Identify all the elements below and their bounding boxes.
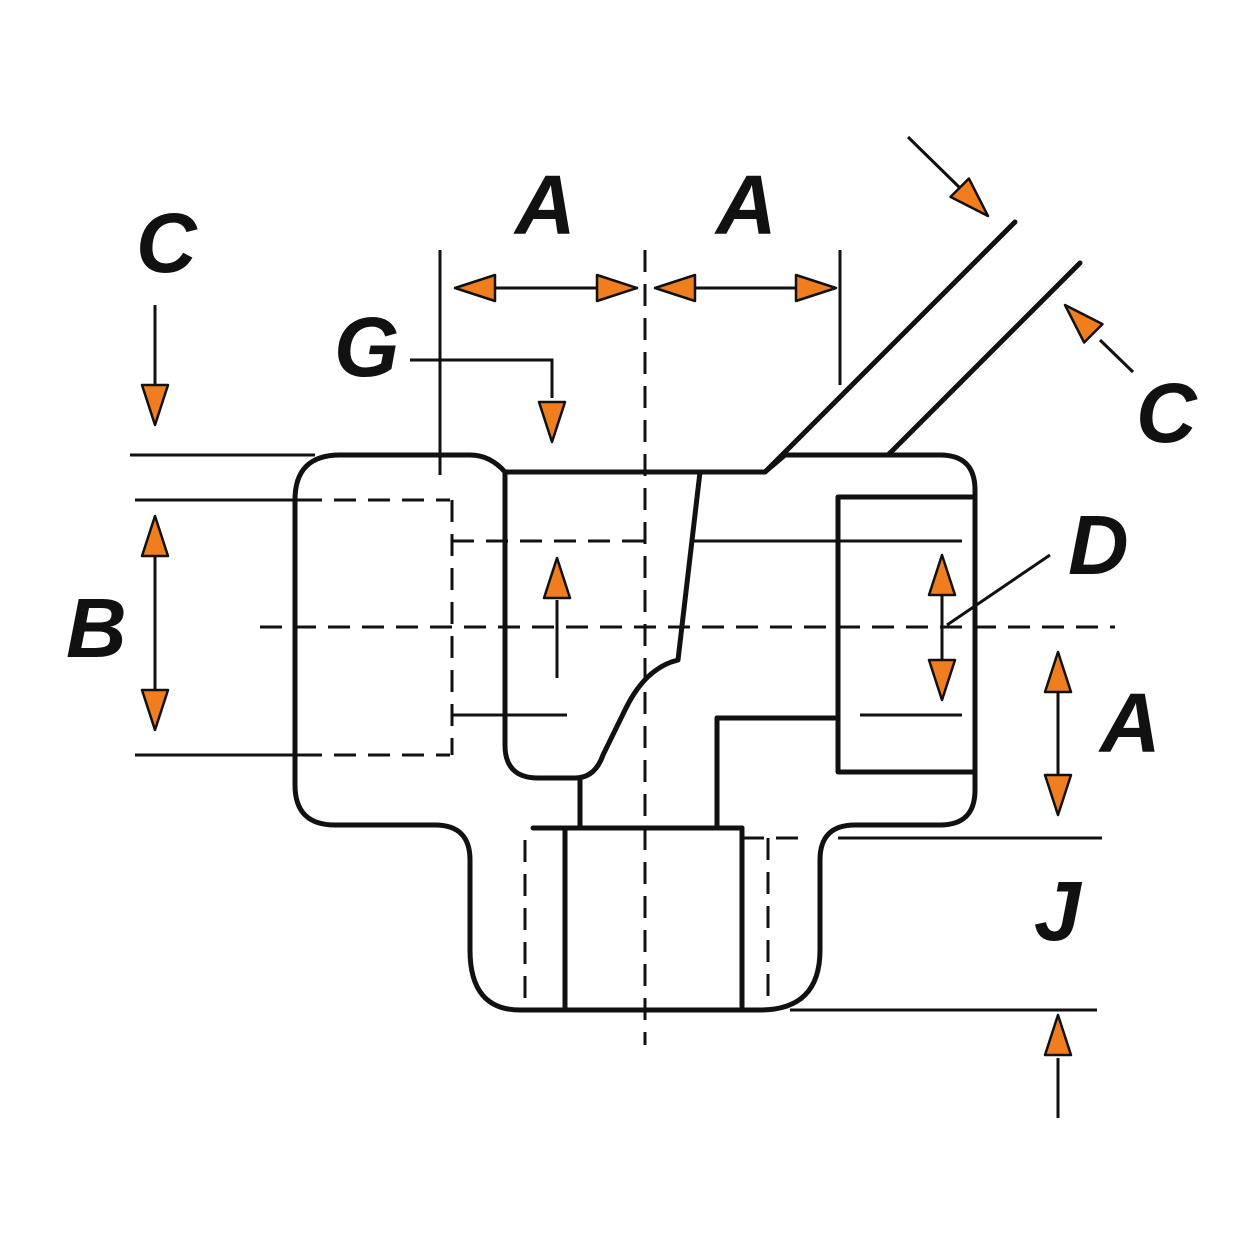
- label-c-right: C: [1136, 366, 1198, 460]
- label-c-left: C: [136, 196, 198, 290]
- arrow-c-left: [140, 383, 170, 427]
- inner-cavity-outline: [502, 469, 703, 781]
- diagonal-pipe-upper-edge: [762, 219, 1018, 475]
- label-a-top-right: A: [714, 158, 777, 252]
- arrow-inner-up: [542, 556, 572, 600]
- g-leader: [410, 358, 554, 398]
- arrow-a-right-top: [1043, 650, 1073, 694]
- arrow-g: [537, 400, 567, 444]
- label-a-top-left: A: [513, 158, 576, 252]
- arrow-a-left-outer: [453, 273, 497, 303]
- arrowheads: [140, 177, 1104, 1057]
- right-socket-outline: [835, 494, 978, 775]
- arrow-a-right-outer: [794, 273, 838, 303]
- label-a-right: A: [1098, 676, 1161, 770]
- dim-line-c-bottom-right: [1098, 338, 1135, 374]
- arrow-a-left-inner: [595, 273, 639, 303]
- arrow-b-bottom: [140, 688, 170, 732]
- label-g: G: [334, 300, 399, 394]
- d-leader: [946, 553, 1051, 627]
- label-b: B: [66, 581, 127, 675]
- arrow-c-top-right: [949, 177, 990, 218]
- diagonal-pipe-lower-edge: [885, 260, 1083, 458]
- arrow-a-right-bottom: [1043, 773, 1073, 817]
- arrow-d-bottom: [927, 658, 957, 702]
- label-j: J: [1034, 864, 1083, 958]
- arrow-d-top: [927, 553, 957, 597]
- fitting-body-outline: [292, 452, 978, 1013]
- arrow-j: [1043, 1013, 1073, 1057]
- arrow-b-top: [140, 514, 170, 558]
- arrow-c-bottom-right: [1063, 303, 1104, 344]
- dim-line-c-top-right: [906, 135, 962, 190]
- arrow-a-right-inner: [653, 273, 697, 303]
- label-d: D: [1068, 498, 1129, 592]
